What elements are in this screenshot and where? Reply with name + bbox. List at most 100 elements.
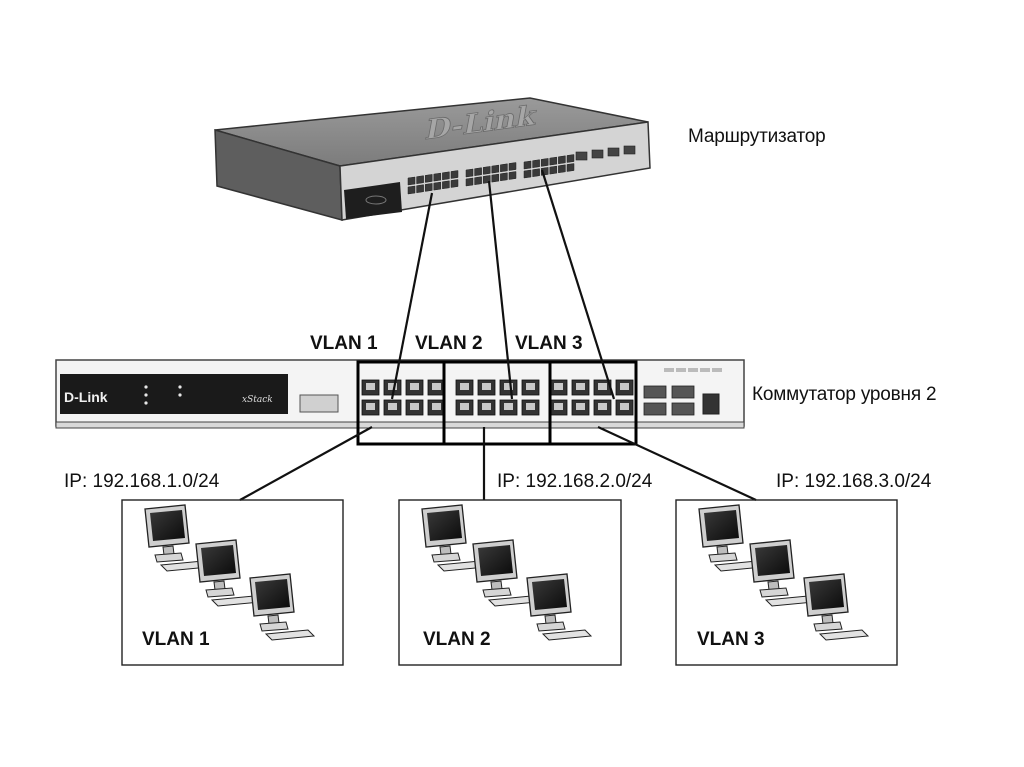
router-port (474, 167, 482, 176)
sfp-port (671, 402, 695, 416)
switch-port-socket (460, 403, 469, 410)
switch-brand-sub: xStack (242, 395, 273, 405)
router-port (558, 155, 566, 165)
switch-port-socket (576, 383, 585, 390)
switch-port-socket (620, 403, 629, 410)
switch-port-socket (598, 403, 607, 410)
switch-port-socket (432, 383, 441, 390)
computer-icon (249, 573, 315, 641)
router-port (540, 158, 549, 167)
computers-vlan1 (144, 504, 315, 641)
router-sfp-port (623, 145, 636, 155)
switch-port-socket (432, 403, 441, 410)
computers-vlan3 (698, 504, 869, 641)
vlan-header-1: VLAN 1 (310, 333, 378, 354)
switch-port-socket (388, 383, 397, 390)
router-port (491, 164, 500, 174)
group-box-vlan3 (675, 499, 898, 666)
switch-port-socket (410, 383, 419, 390)
router-sfp-port (607, 147, 620, 157)
router-port (442, 171, 450, 181)
access-vlan3 (597, 426, 757, 501)
router-port (508, 162, 517, 171)
access-cables (239, 426, 757, 501)
switch-port-socket (620, 383, 629, 390)
router-port (424, 174, 433, 183)
router-port (407, 185, 416, 195)
router-port (416, 175, 424, 184)
router-port (465, 168, 474, 178)
uplink-vlan3 (540, 169, 616, 400)
router-port (523, 160, 532, 170)
router-port (566, 154, 575, 163)
router-port (424, 183, 433, 192)
switch-port-socket (526, 383, 535, 390)
computer-icon (526, 573, 592, 641)
router-device-icon: D-Link (214, 97, 651, 221)
router-port (433, 181, 442, 191)
router-port (433, 172, 442, 182)
router-port (491, 173, 500, 183)
vlan-port-group-boxes (356, 360, 638, 446)
vlan-header-3: VLAN 3 (515, 333, 583, 354)
router-port (416, 184, 424, 193)
group-name-vlan2: VLAN 2 (423, 629, 491, 650)
switch-port-socket (410, 403, 419, 410)
computer-icon (749, 539, 815, 607)
access-vlan1 (239, 426, 373, 501)
router-port (523, 169, 532, 179)
router-port (450, 170, 459, 179)
computer-icon (195, 539, 261, 607)
switch-port-socket (504, 383, 513, 390)
group-box-vlan2 (398, 499, 622, 666)
vlan-header-2: VLAN 2 (415, 333, 483, 354)
router-port (549, 165, 558, 175)
switch-port-socket (366, 403, 375, 410)
computer-icon (472, 539, 538, 607)
switch-port-socket (526, 403, 535, 410)
subnet-label-vlan3: IP: 192.168.3.0/24 (776, 471, 932, 492)
router-sfp-port (591, 149, 604, 159)
switch-port-socket (482, 383, 491, 390)
subnet-label-vlan1: IP: 192.168.1.0/24 (64, 471, 220, 492)
router-port (532, 168, 540, 177)
switch-port-socket (504, 403, 513, 410)
group-name-vlan1: VLAN 1 (142, 629, 210, 650)
sfp-port (643, 385, 667, 399)
router-port (465, 177, 474, 187)
router-port (500, 163, 508, 173)
vlan3-port-box (548, 360, 638, 446)
computers-vlan2 (421, 504, 592, 641)
switch-port-socket (598, 383, 607, 390)
router-sfp-port (575, 151, 588, 161)
switch-port-socket (576, 403, 585, 410)
uplink-vlan1 (390, 192, 434, 400)
router-port (500, 172, 508, 182)
sfp-port (671, 385, 695, 399)
switch-port-socket (554, 403, 563, 410)
router-port (442, 180, 450, 190)
router-port (474, 176, 482, 185)
switch-port-socket (366, 383, 375, 390)
subnet-label-vlan2: IP: 192.168.2.0/24 (497, 471, 653, 492)
switch-port-socket (554, 383, 563, 390)
switch-port-socket (482, 403, 491, 410)
uplink-cables (390, 169, 616, 400)
router-port (508, 171, 517, 180)
router-label: Маршрутизатор (688, 126, 826, 147)
switch-port-socket (388, 403, 397, 410)
router-port (558, 164, 566, 174)
sfp-port (643, 402, 667, 416)
switch-port-socket (460, 383, 469, 390)
switch-device-icon: D-Link xStack (55, 359, 745, 429)
group-name-vlan3: VLAN 3 (697, 629, 765, 650)
router-port (482, 166, 491, 175)
router-port (450, 179, 459, 188)
router-port (532, 159, 540, 168)
router-port (566, 163, 575, 172)
group-box-vlan1 (121, 499, 344, 666)
router-port (549, 156, 558, 166)
uplink-vlan2 (487, 180, 514, 400)
router-port (407, 176, 416, 186)
